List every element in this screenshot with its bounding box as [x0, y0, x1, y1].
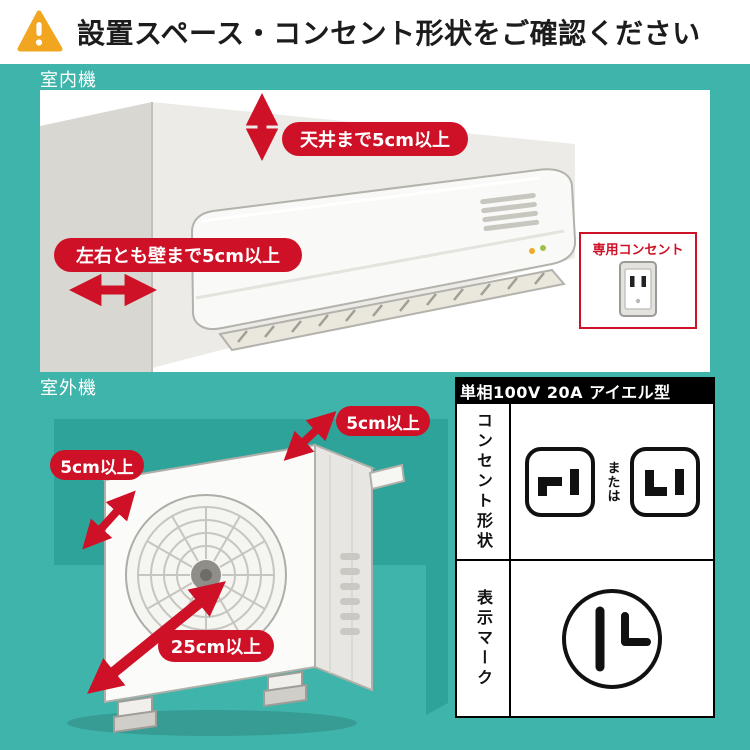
outdoor-side-clearance-label: 5cm以上 [50, 450, 144, 480]
outdoor-top-clearance-arrow [283, 411, 337, 461]
wall-outlet-icon [619, 261, 657, 317]
warning-triangle-icon [17, 10, 63, 52]
outlet-shape-row-label: コンセント形状 [457, 404, 511, 559]
il-type-mark-icon [562, 588, 662, 689]
page-title: 設置スペース・コンセント形状をご確認ください [77, 17, 701, 50]
outlet-shape-b-icon [629, 446, 700, 517]
spec-table-body: コンセント形状 または 表示マ [455, 404, 715, 718]
outdoor-front-clearance-arrow [87, 581, 226, 694]
dedicated-outlet-label: 専用コンセント [592, 243, 684, 258]
table-row: コンセント形状 または [457, 404, 713, 559]
outdoor-top-clearance-label: 5cm以上 [336, 406, 430, 436]
display-mark-row-label: 表示マーク [457, 561, 511, 716]
spec-table: 単相100V 20A アイエル型 コンセント形状 または [455, 377, 715, 718]
or-text: または [604, 460, 620, 503]
header: 設置スペース・コンセント形状をご確認ください [0, 0, 750, 64]
outdoor-side-clearance-arrow [82, 490, 136, 550]
spec-table-header: 単相100V 20A アイエル型 [455, 377, 715, 404]
table-row: 表示マーク [457, 559, 713, 716]
outdoor-section-label: 室外機 [40, 378, 97, 399]
outdoor-unit-illustration [54, 411, 448, 736]
outdoor-side-vents-icon [340, 553, 360, 635]
dedicated-outlet-box: 専用コンセント [579, 232, 697, 329]
indoor-unit-illustration [40, 93, 577, 372]
outdoor-front-clearance-label: 25cm以上 [158, 630, 274, 662]
indoor-vents-icon [480, 193, 540, 232]
ceiling-clearance-label: 天井まで5cm以上 [282, 122, 468, 156]
side-clearance-label: 左右とも壁まで5cm以上 [54, 238, 302, 272]
indoor-section-label: 室内機 [40, 70, 97, 91]
outlet-shape-a-icon [524, 446, 595, 517]
